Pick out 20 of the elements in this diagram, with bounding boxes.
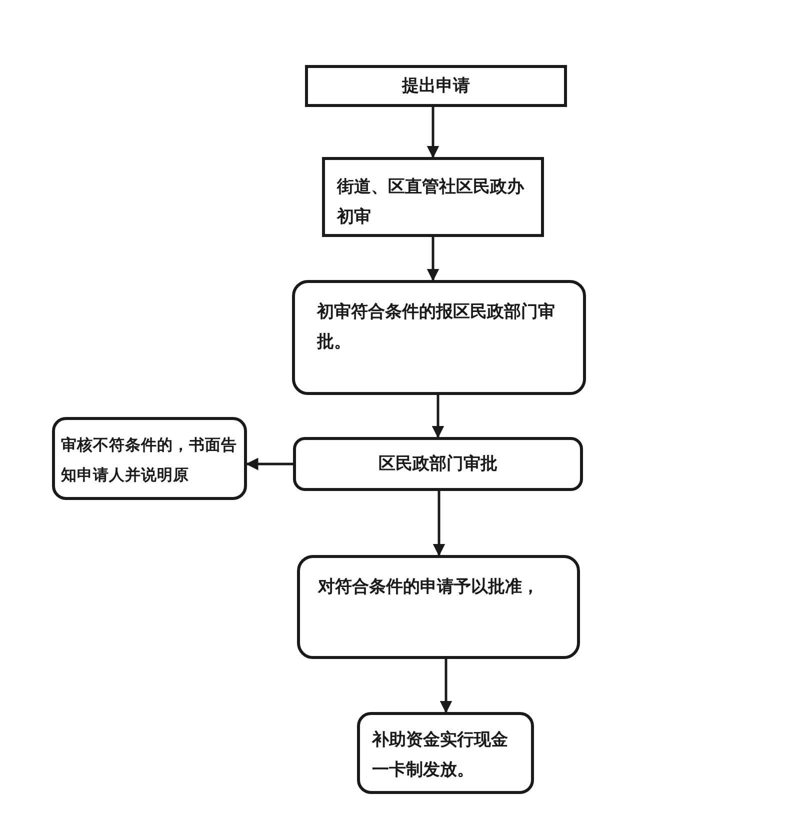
process-box: [297, 555, 580, 659]
box-text: 补助资金实行现金一卡制发放。: [372, 729, 509, 782]
process-box: [52, 417, 247, 500]
box-text: 街道、区直管社区民政办初审: [337, 176, 526, 229]
arrow: [440, 659, 452, 714]
arrow: [432, 491, 446, 556]
process-box: [292, 280, 586, 395]
box-text: 审核不符条件的，书面告知申请人并说明原: [61, 435, 238, 486]
box-text: 区民政部门审批: [378, 453, 498, 476]
box-text: 提出申请: [402, 75, 470, 98]
box-text: 初审符合条件的报区民政部门审批。: [317, 301, 556, 354]
arrow: [426, 237, 440, 282]
arrow: [432, 395, 444, 438]
arrow: [426, 107, 440, 158]
process-box: [322, 157, 544, 237]
process-box: [293, 437, 583, 491]
box-text: 对符合条件的申请予以批准，: [318, 576, 539, 599]
process-box: [305, 65, 567, 107]
arrow: [246, 458, 293, 470]
process-box: [357, 712, 534, 794]
